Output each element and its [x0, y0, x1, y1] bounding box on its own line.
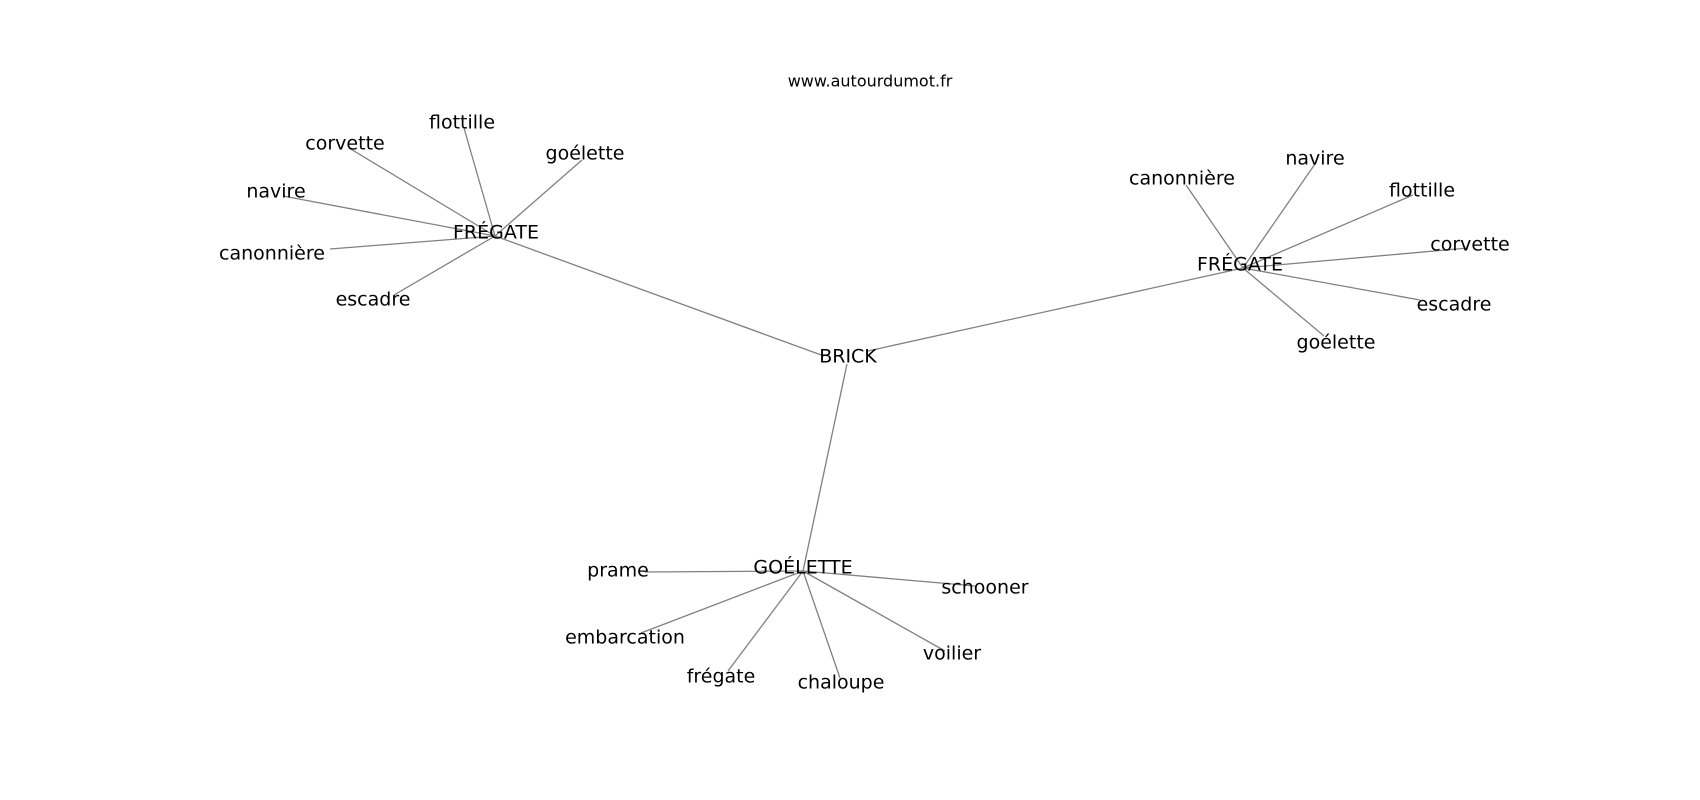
edge-hub-to-leaf	[1242, 247, 1469, 269]
edge-hub-to-leaf	[463, 127, 496, 237]
edge-hub-to-leaf	[282, 195, 496, 237]
leaf-node: escadre	[336, 289, 411, 311]
leaf-node: flottille	[429, 112, 495, 134]
leaf-node: schooner	[941, 577, 1028, 599]
edge-hub-to-leaf	[329, 235, 496, 250]
leaf-node: embarcation	[565, 627, 685, 649]
edge-center-to-hub	[867, 267, 1244, 352]
hub-node: GOÉLETTE	[753, 556, 852, 579]
leaf-node: canonnière	[219, 243, 325, 265]
edge-hub-to-leaf	[644, 570, 804, 573]
leaf-node: escadre	[1417, 294, 1492, 316]
edge-hub-to-leaf	[348, 147, 496, 237]
edge-hub-to-leaf	[802, 570, 841, 679]
edge-hub-to-leaf	[802, 570, 976, 587]
edge-hub-to-leaf	[1185, 184, 1244, 269]
edge-hub-to-leaf	[1242, 163, 1316, 269]
center-node: BRICK	[819, 346, 877, 368]
edge-center-to-hub	[494, 235, 825, 357]
leaf-node: navire	[1285, 148, 1344, 170]
edge-hub-to-leaf	[1242, 267, 1325, 337]
leaf-node: navire	[246, 181, 305, 203]
edge-hub-to-leaf	[393, 235, 496, 296]
edge-hub-to-leaf	[1242, 194, 1414, 269]
edge-center-to-hub	[802, 363, 848, 572]
site-watermark: www.autourdumot.fr	[788, 72, 953, 91]
leaf-node: goélette	[1297, 332, 1376, 354]
leaf-node: chaloupe	[798, 672, 885, 694]
edge-hub-to-leaf	[802, 570, 946, 652]
graph-edges	[282, 127, 1469, 679]
leaf-node: prame	[587, 560, 649, 582]
hub-node: FRÉGATE	[1197, 253, 1283, 276]
graph-labels: www.autourdumot.fr BRICK FRÉGATE flottille…	[219, 72, 1510, 694]
leaf-node: corvette	[1430, 234, 1509, 256]
edge-hub-to-leaf	[494, 159, 583, 237]
leaf-node: voilier	[923, 643, 981, 665]
hub-node: FRÉGATE	[453, 221, 539, 244]
edge-hub-to-leaf	[1242, 267, 1421, 301]
edge-hub-to-leaf	[640, 570, 804, 634]
leaf-node: goélette	[546, 143, 625, 165]
edge-hub-to-leaf	[727, 570, 804, 672]
leaf-node: flottille	[1389, 180, 1455, 202]
leaf-node: frégate	[687, 666, 756, 688]
leaf-node: canonnière	[1129, 168, 1235, 190]
leaf-node: corvette	[305, 133, 384, 155]
